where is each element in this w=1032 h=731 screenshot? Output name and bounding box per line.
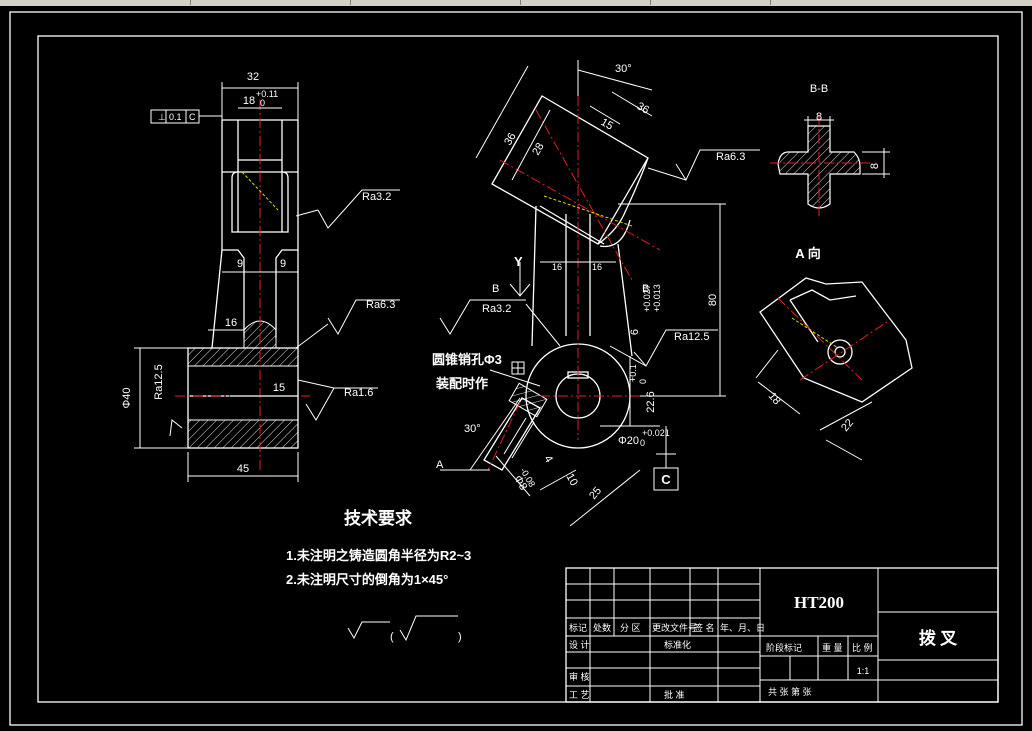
tb-weight: 重 量 — [822, 642, 843, 653]
view-a-outline — [759, 277, 913, 403]
dim-8-top: 8 — [816, 111, 822, 123]
tb-part-name: 拨 叉 — [919, 628, 958, 648]
ra3-2-left: Ra3.2 — [362, 191, 391, 203]
tb-process: 工 艺 — [569, 690, 590, 700]
tb-sheets: 共 张 第 张 — [768, 686, 812, 697]
section-title-bb: B-B — [810, 83, 828, 95]
title-block — [565, 567, 999, 703]
dim-6: 6 — [629, 329, 641, 335]
tb-scale: 1:1 — [857, 666, 870, 676]
dim-15: 15 — [273, 382, 285, 394]
dim-phi20-tol-low: 0 — [640, 438, 645, 448]
dim-22-6-tol: +0.1 — [628, 364, 638, 382]
dim-36a: 36 — [502, 131, 519, 148]
dim-6-tol-hi: +0.027 — [642, 284, 652, 312]
dim-phi40: Φ40 — [121, 387, 133, 408]
toolbar-cell[interactable] — [350, 0, 521, 5]
tb-material: HT200 — [794, 593, 844, 612]
toolbar-cell[interactable] — [520, 0, 651, 5]
ra1-6-left: Ra1.6 — [344, 387, 373, 399]
dim-30-bot: 30° — [464, 423, 481, 435]
dim-25: 25 — [587, 485, 604, 502]
dim-18-tol-low: 0 — [260, 98, 265, 108]
dim-16b: 16 — [592, 262, 602, 272]
dim-18: 18 — [243, 95, 255, 107]
dim-18-right: 18 — [766, 390, 783, 407]
section-bb — [770, 116, 890, 216]
dim-15-mid: 15 — [599, 116, 616, 133]
dim-10: 10 — [563, 472, 580, 489]
toolbar-cell[interactable] — [650, 0, 771, 5]
outer-border — [9, 11, 1023, 726]
fork-outline-left — [221, 120, 245, 338]
tb-h-zone: 分 区 — [620, 623, 641, 633]
ra6-3-left: Ra6.3 — [366, 299, 395, 311]
dim-80: 80 — [707, 294, 719, 306]
tb-h-count: 处数 — [593, 622, 611, 633]
datum-c: C — [661, 472, 671, 487]
tb-review: 审 核 — [569, 671, 590, 682]
tb-approve: 批 准 — [664, 689, 685, 700]
left-view — [134, 82, 400, 482]
tb-design: 设 计 — [569, 639, 590, 650]
dim-phi20-tol: +0.021 — [642, 428, 670, 438]
tech-req-2: 2.未注明尺寸的倒角为1×45° — [286, 572, 448, 587]
tb-standard: 标准化 — [664, 639, 691, 650]
tol-frame-datum: C — [189, 112, 196, 122]
label-b-right: B — [642, 283, 649, 295]
tb-stage: 阶段标记 — [766, 642, 802, 653]
dim-phi20: Φ20 — [618, 435, 639, 447]
roughness-close-paren: ) — [458, 631, 462, 643]
tech-req-1: 1.未注明之铸造圆角半径为R2~3 — [286, 548, 471, 563]
ra12-5-mid: Ra12.5 — [674, 331, 709, 343]
dim-30-top: 30° — [615, 63, 632, 75]
roughness-legend — [347, 615, 458, 642]
dim-8-side: 8 — [869, 163, 881, 169]
pin-note-line2: 装配时作 — [435, 376, 488, 391]
dim-22-6: 22.6 — [645, 391, 657, 412]
middle-view — [439, 60, 760, 527]
pin-note-line1: 圆锥销孔Φ3 — [432, 352, 502, 367]
label-a: A — [436, 459, 444, 471]
ra6-3-mid: Ra6.3 — [716, 151, 745, 163]
dim-32: 32 — [247, 71, 259, 83]
toolbar-cell[interactable] — [0, 0, 191, 5]
fork-outline-right — [275, 120, 299, 338]
ra12-5-left: Ra12.5 — [153, 364, 165, 399]
dim-45: 45 — [237, 463, 249, 475]
dim-22-right: 22 — [839, 417, 856, 434]
cad-drawing-canvas[interactable]: 32 18 +0.11 0 9 9 16 15 45 Φ40 Ra12.5 Ra… — [0, 6, 1032, 731]
dim-9b: 9 — [280, 258, 286, 270]
window-toolbar-strip — [0, 0, 1032, 6]
toolbar-cell[interactable] — [190, 0, 351, 5]
tb-h-doc: 更改文件号 — [652, 622, 697, 633]
dim-28: 28 — [530, 141, 547, 158]
view-a — [755, 277, 913, 461]
tol-frame-value: 0.1 — [169, 112, 182, 122]
view-a-title: A 向 — [795, 246, 821, 261]
roughness-open-paren: ( — [390, 631, 394, 643]
tb-h-date: 年、月、日 — [720, 622, 765, 633]
tb-scale-header: 比 例 — [852, 642, 873, 653]
dim-9a: 9 — [237, 258, 243, 270]
label-b-left: B — [492, 283, 499, 295]
tb-h-mark: 标记 — [569, 622, 587, 633]
tb-h-sign: 签 名 — [694, 622, 715, 633]
drawing-frame — [37, 35, 999, 703]
tol-frame-symbol: ⊥ — [158, 112, 166, 122]
dim-16: 16 — [225, 317, 237, 329]
label-y: Y — [514, 254, 523, 269]
dim-18-tol: +0.11 — [256, 89, 278, 99]
dim-22-6-tol-low: 0 — [638, 379, 648, 384]
dim-36b: 36 — [635, 100, 652, 117]
dim-4: 4 — [541, 454, 554, 465]
dim-6-tol-lo: +0.013 — [652, 284, 662, 312]
dim-16a: 16 — [552, 262, 562, 272]
ra3-2-mid: Ra3.2 — [482, 303, 511, 315]
tech-req-title: 技术要求 — [344, 508, 412, 528]
